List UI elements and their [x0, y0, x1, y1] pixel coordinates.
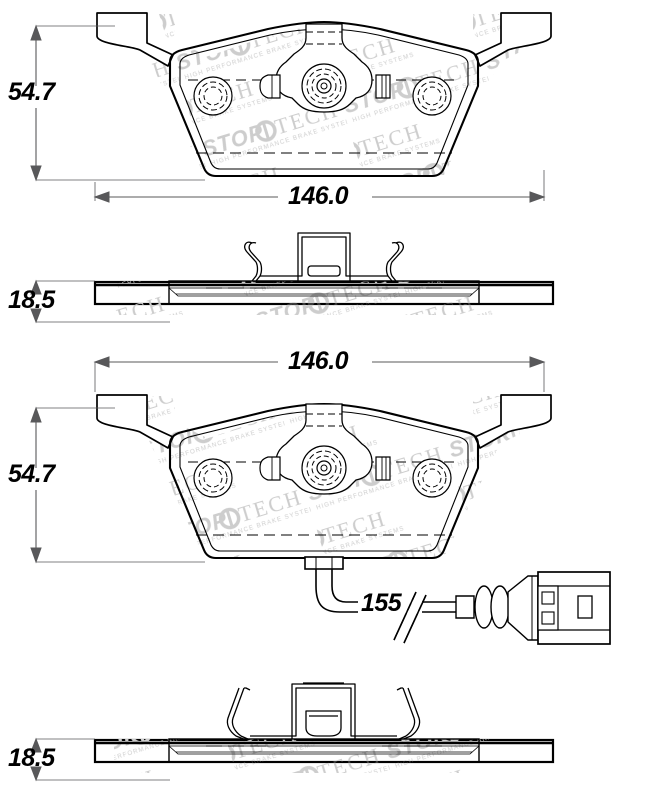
- connector-pin: [541, 611, 555, 625]
- retaining-spring-clip: [226, 682, 421, 741]
- pad-left-tab: [96, 12, 174, 67]
- pad-body-outline: [168, 402, 480, 560]
- dimension-label-height-bottom: 54.7: [8, 460, 55, 488]
- sensor-lead-wire: [315, 569, 520, 613]
- pad-left-lug: [259, 74, 281, 99]
- view-pad-front-face-sensor: [96, 394, 552, 560]
- pad-left-dimple: [193, 458, 233, 498]
- pad-inner-offset: [179, 28, 469, 170]
- sensor-cone: [507, 575, 539, 641]
- pad-right-dimple: [412, 76, 452, 116]
- dimension-label-sensor-length: 155: [358, 591, 405, 616]
- pad-right-lug: [375, 456, 391, 481]
- dimension-width-mid: [93, 356, 546, 392]
- retaining-spring-clip: [244, 232, 404, 282]
- sensor-boot-ring: [490, 585, 510, 629]
- dimension-label-height-top: 54.7: [8, 78, 55, 106]
- pad-right-dimple: [412, 458, 452, 498]
- sensor-sleeve: [455, 595, 475, 619]
- friction-material-edge: [168, 738, 480, 763]
- dimension-width-top: [93, 170, 546, 203]
- pad-center-boss: [275, 403, 373, 495]
- pad-left-dimple: [193, 76, 233, 116]
- pad-inner-offset: [179, 410, 469, 552]
- view-pad-front-face-plain: [96, 12, 552, 178]
- pad-right-tab: [474, 394, 552, 449]
- dimension-label-thickness-bottom: 18.5: [8, 744, 55, 772]
- view-pad-side-edge-plain: [93, 232, 555, 315]
- pad-left-lug: [259, 456, 281, 481]
- dimension-label-thickness-top: 18.5: [8, 286, 55, 314]
- dimension-height-top: [30, 24, 205, 182]
- dimension-height-bottom: [30, 406, 205, 564]
- view-pad-side-edge-sensor: [93, 682, 555, 773]
- pad-center-boss: [275, 23, 373, 113]
- dimension-label-width-top: 146.0: [284, 184, 353, 209]
- dimension-thickness-bottom: [30, 737, 170, 782]
- dimension-label-width-mid: 146.0: [284, 349, 353, 374]
- pad-right-tab: [474, 12, 552, 67]
- friction-material-edge: [168, 280, 480, 305]
- brake-wear-sensor: [304, 556, 611, 645]
- pad-left-tab: [96, 394, 174, 449]
- dimension-thickness-top: [30, 279, 170, 324]
- pad-body-outline: [168, 20, 480, 178]
- sensor-mount-tab: [304, 556, 344, 570]
- sensor-lead-wire: [331, 569, 520, 603]
- connector-latch: [577, 595, 593, 619]
- wire-break-symbol: [393, 591, 427, 644]
- connector-pin: [541, 591, 555, 605]
- pad-right-lug: [375, 74, 391, 99]
